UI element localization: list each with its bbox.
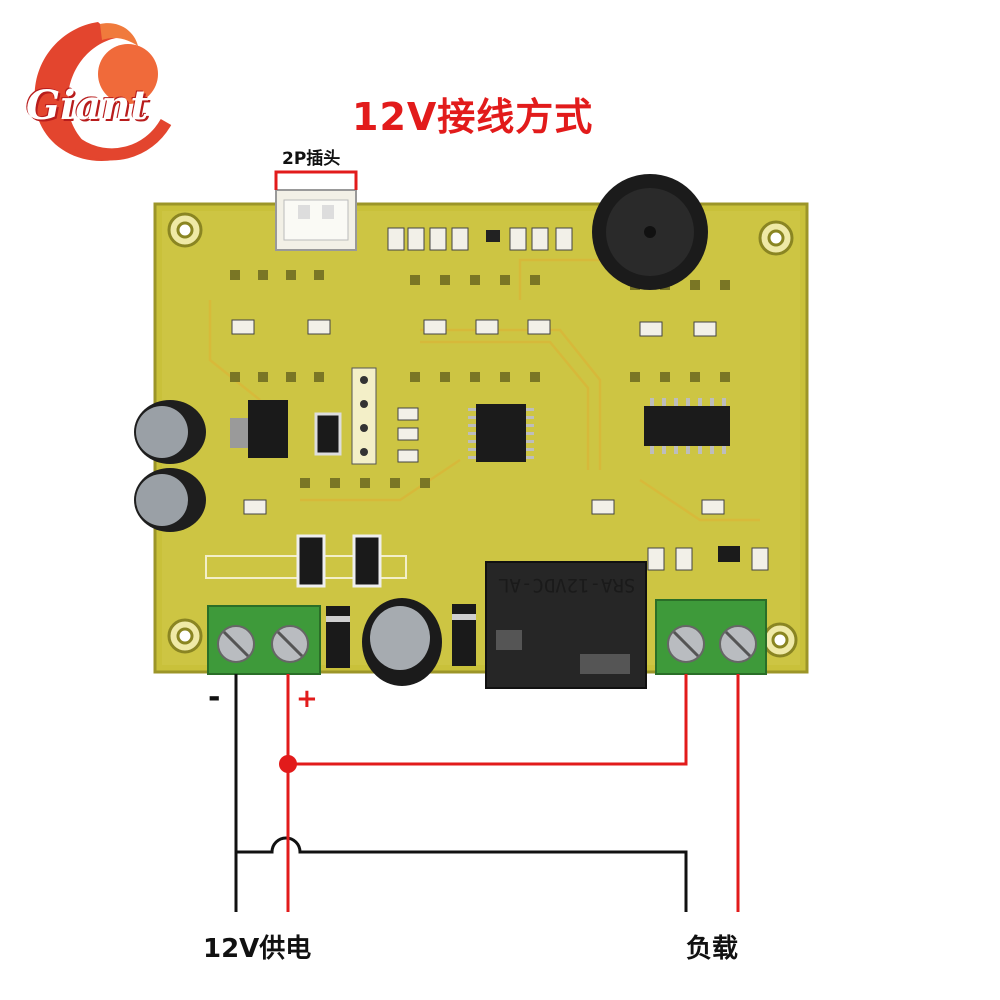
diode — [326, 606, 350, 668]
junction-dot — [279, 755, 297, 773]
terminal-block-power — [207, 605, 321, 675]
plug-label: 2P插头 — [282, 149, 341, 169]
ic-u3 — [476, 404, 526, 462]
page-title: 12V接线方式 — [352, 86, 593, 141]
brand-logo-icon — [34, 22, 172, 161]
title-text: 12V接线方式 — [352, 95, 594, 139]
electrolytic-capacitor — [134, 400, 206, 532]
mounting-hole-icon — [167, 212, 798, 658]
relay-model-label: SRA-12VDC-AL — [498, 574, 636, 596]
diode — [452, 604, 476, 666]
power-supply-label: 12V供电 — [203, 934, 312, 964]
negative-label: - — [208, 680, 221, 715]
wire-positive — [286, 674, 740, 912]
voltage-regulator — [248, 400, 288, 458]
load-label: 负载 — [686, 934, 739, 964]
positive-label: + — [296, 684, 318, 714]
terminal-block-load — [655, 599, 767, 675]
ic-u2 — [644, 406, 730, 446]
plug-bracket — [274, 170, 358, 190]
brand-logo-text: Giant — [26, 82, 149, 129]
